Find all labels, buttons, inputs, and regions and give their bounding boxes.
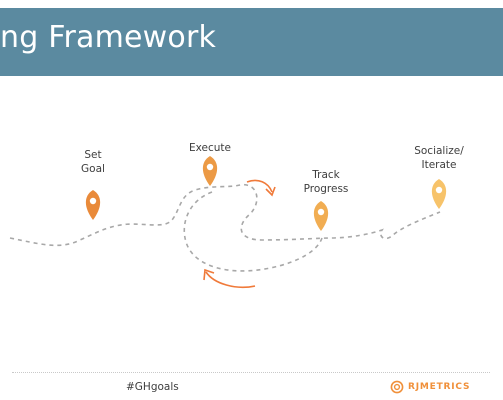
footer-divider [12,372,490,373]
dashed-path [9,184,441,247]
pin-set-goal [85,190,101,220]
slide-title: ng Framework [0,20,217,55]
pin-socialize-iterate [431,179,447,209]
arrow-back-icon [203,268,256,288]
map-pin-icon [313,201,329,231]
pin-execute [202,156,218,186]
stage-label-set-goal: Set Goal [81,149,105,175]
map-pin-icon [202,156,218,186]
dashed-loop-path [183,191,323,272]
logo-mark-icon [390,380,404,394]
stage-label-track-progress: Track Progress [303,169,349,195]
stage-label-execute: Execute [189,142,231,154]
map-pin-icon [431,179,447,209]
pin-track-progress [313,201,329,231]
map-pin-icon [85,190,101,220]
logo-text: RJMETRICS [408,382,471,392]
footer-hashtag: #GHgoals [126,381,179,393]
header-banner: ng Framework [0,8,503,76]
stage-label-socialize-iterate: Socialize/ Iterate [414,145,464,171]
arrow-forward-icon [246,179,276,197]
company-logo: RJMETRICS [390,378,470,396]
